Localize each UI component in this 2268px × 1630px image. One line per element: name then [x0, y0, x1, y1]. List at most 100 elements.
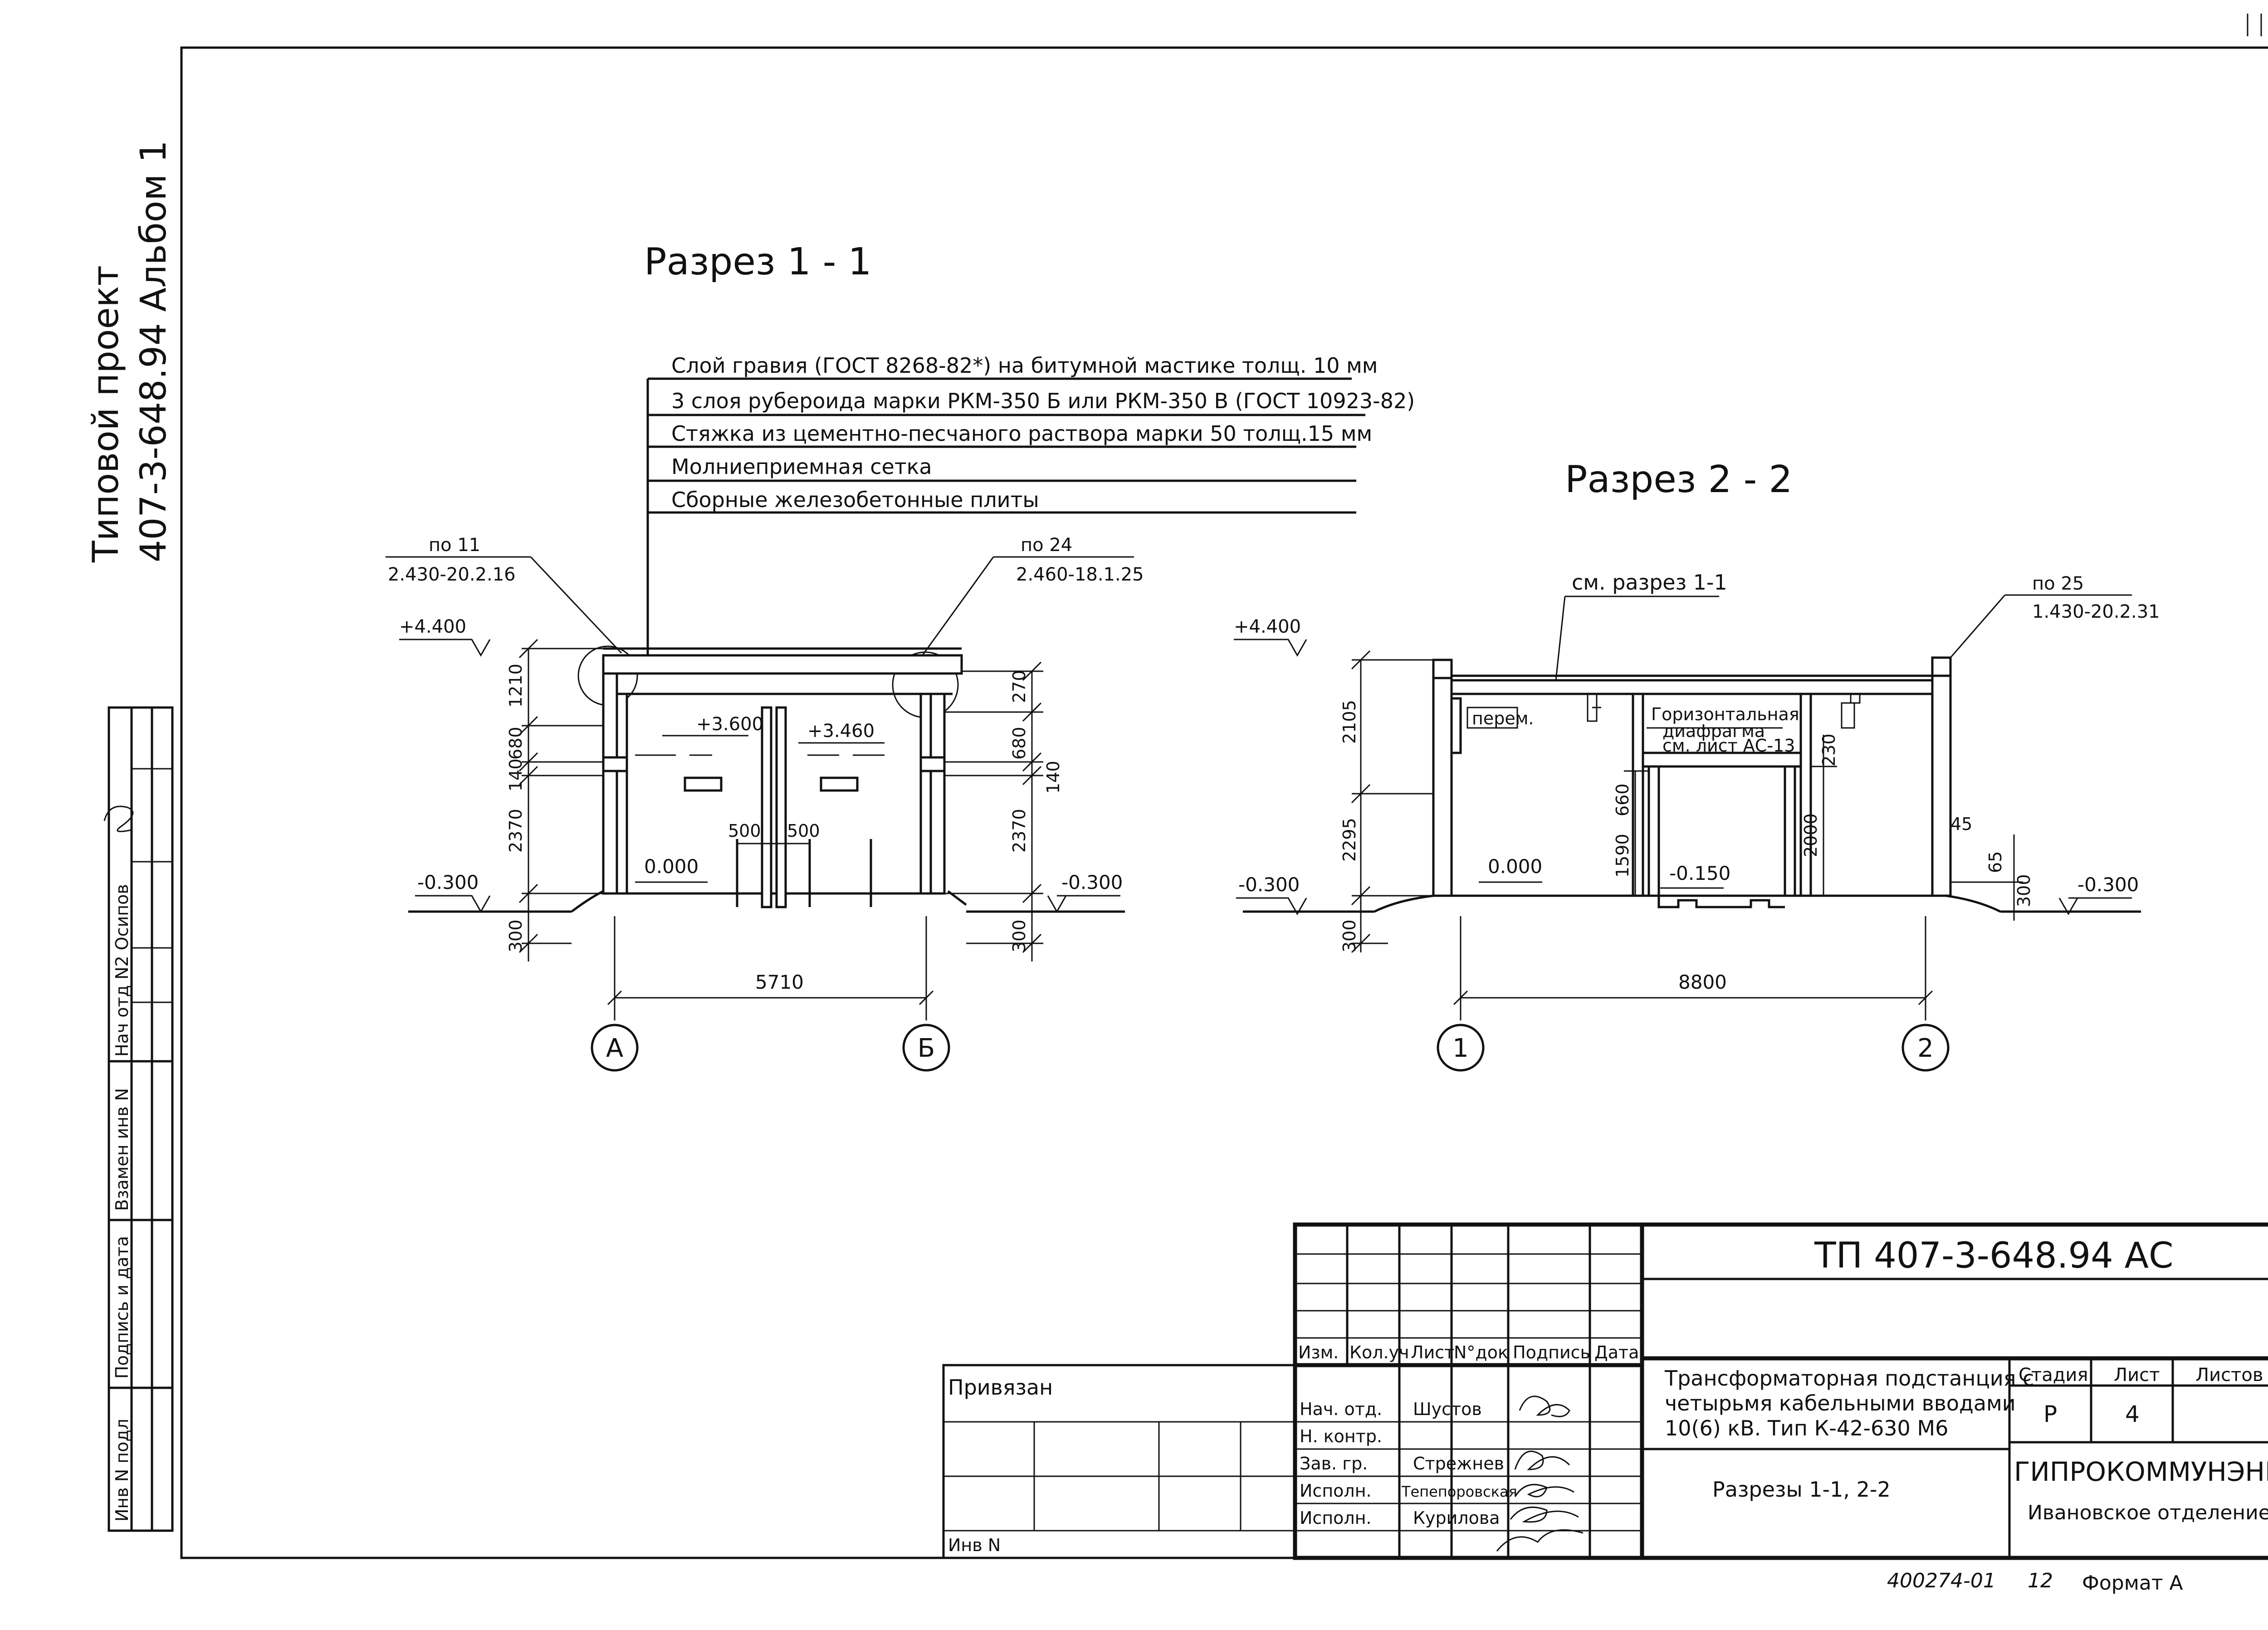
s2-dim-45: 45: [1950, 814, 1972, 834]
section-2-2: Разрез 2 - 2 см. разрез 1-1 по 25 1.430-…: [1234, 458, 2160, 1072]
s2-level-pit: -0.150: [1669, 862, 1730, 884]
tb-inv-n: Инв N: [948, 1535, 1001, 1555]
tb-privyazan: Привязан: [948, 1375, 1053, 1400]
signatures: [1496, 1396, 1584, 1552]
tb-org-branch: Ивановское отделение: [2028, 1501, 2268, 1524]
s1-dim-left-140: 140: [506, 758, 526, 791]
s1-dim-left-2370: 2370: [506, 809, 526, 853]
s2-dim-2000: 2000: [1801, 813, 1821, 857]
s1-span: 5710: [755, 971, 804, 993]
sheet-format: Формат А: [2082, 1571, 2183, 1595]
tb-role-1: Нач. отд.: [1300, 1399, 1382, 1419]
tb-col-podpis: Подпись: [1513, 1342, 1590, 1362]
roof-layer-4: Молниеприемная сетка: [671, 454, 932, 479]
s1-node-right-ref: по 24: [1021, 535, 1072, 556]
tb-name-3: Стрежнев: [1413, 1454, 1504, 1474]
section2-title: Разрез 2 - 2: [1565, 458, 1793, 501]
roof-layers-callout: Слой гравия (ГОСТ 8268-82*) на битумной …: [646, 353, 1415, 662]
s1-dim-left-680: 680: [506, 727, 526, 760]
s1-dim-right-680: 680: [1009, 727, 1029, 760]
roof-layer-1: Слой гравия (ГОСТ 8268-82*) на битумной …: [671, 353, 1378, 378]
tb-stage: Р: [2043, 1401, 2057, 1427]
stamp-vzamen-inv: Взамен инв N: [112, 1088, 132, 1211]
s1-door-dim-2: 500: [787, 821, 820, 841]
tb-doc-code: ТП 407-3-648.94 АС: [1814, 1235, 2173, 1276]
s1-level-3600: +3.600: [696, 714, 763, 735]
tb-role-3: Зав. гр.: [1300, 1454, 1368, 1474]
s2-dim-2105: 2105: [1339, 700, 1359, 744]
s1-dim-left-300: 300: [506, 919, 526, 952]
tb-name-5: Курилова: [1413, 1508, 1500, 1528]
tb-org: ГИПРОКОММУНЭНЕРГО: [2014, 1456, 2268, 1487]
s1-dim-right-2370: 2370: [1009, 809, 1029, 853]
tb-col-izm: Изм.: [1298, 1342, 1339, 1362]
s1-axis-a: А: [606, 1034, 623, 1063]
section1-title: Разрез 1 - 1: [644, 240, 872, 283]
tb-role-5: Исполн.: [1300, 1508, 1372, 1528]
s2-dim-230: 230: [1819, 733, 1839, 766]
s2-dim-300: 300: [1339, 919, 1359, 952]
s2-span: 8800: [1678, 971, 1727, 993]
s1-node-left-ref: по 11: [429, 535, 480, 556]
copy-number: 400274-01: [1887, 1569, 1996, 1592]
s1-level-3460: +3.460: [807, 721, 875, 742]
roof-layer-2: 3 слоя рубероида марки РКМ-350 Б или РКМ…: [671, 389, 1415, 413]
stamp-nach-otd: Нач отд N2 Осипов: [112, 884, 132, 1057]
vertical-project-title: Типовой проект 407-3-648.94 Альбом 1: [86, 140, 174, 563]
title-block: Изм. Кол.уч Лист N°док Подпись Дата Нач.…: [942, 1222, 2268, 1560]
tb-stage-header: Стадия: [2019, 1365, 2088, 1386]
s1-axis-b: Б: [918, 1034, 935, 1063]
vertical-title-line-1: Типовой проект: [86, 265, 127, 563]
tb-name-1: Шустов: [1413, 1399, 1482, 1419]
s1-dim-right-270: 270: [1009, 670, 1029, 703]
s2-node-right-code: 1.430-20.2.31: [2032, 601, 2160, 622]
s2-dim-1590: 1590: [1613, 834, 1633, 878]
tb-sheet-content: Разрезы 1-1, 2-2: [1712, 1477, 1891, 1502]
s2-label-perem: перем.: [1472, 708, 1534, 728]
roof-layer-3: Стяжка из цементно-песчаного раствора ма…: [671, 421, 1372, 446]
s2-level-ground-left: -0.300: [1238, 874, 1300, 896]
tb-col-data: Дата: [1594, 1342, 1639, 1362]
s2-level-floor: 0.000: [1488, 855, 1542, 878]
s2-level-top: +4.400: [1234, 616, 1301, 637]
s1-dim-right-300: 300: [1009, 919, 1029, 952]
tb-listov-header: Листов: [2195, 1365, 2263, 1386]
s2-axis-2: 2: [1917, 1034, 1934, 1063]
tb-role-2: Н. контр.: [1300, 1426, 1382, 1446]
copy-sheet: 12: [2028, 1569, 2053, 1592]
section-1-1: Разрез 1 - 1 Слой гравия (ГОСТ 8268-82*)…: [386, 240, 1415, 1072]
vertical-title-line-2: 407-3-648.94 Альбом 1: [133, 140, 174, 562]
tb-list-header: Лист: [2114, 1365, 2160, 1386]
s2-see-ref: см. разрез 1-1: [1572, 570, 1727, 595]
tb-col-list: Лист: [1411, 1342, 1454, 1362]
s1-dim-right-140: 140: [1043, 761, 1063, 794]
s2-dim-2295: 2295: [1339, 818, 1359, 862]
tb-project-title-2: четырьмя кабельными вводами: [1665, 1391, 2016, 1415]
s2-diaphragm-1: Горизонтальная: [1651, 704, 1799, 724]
s1-node-left-code: 2.430-20.2.16: [388, 564, 516, 585]
s2-diaphragm-2: диафрагма: [1662, 721, 1765, 741]
s1-node-right-code: 2.460-18.1.25: [1016, 564, 1144, 585]
s2-dim-660: 660: [1613, 783, 1633, 816]
sheet-frame: [180, 46, 2268, 1559]
s2-level-ground-right: -0.300: [2077, 874, 2139, 896]
tb-col-ndok: N°док: [1454, 1342, 1508, 1362]
s1-door-dim-1: 500: [728, 821, 761, 841]
roof-layer-5: Сборные железобетонные плиты: [671, 488, 1039, 512]
tb-project-title-1: Трансформаторная подстанция с: [1664, 1366, 2034, 1391]
s1-level-ground-right: -0.300: [1061, 871, 1123, 893]
s1-dim-left-1210: 1210: [506, 664, 526, 708]
tb-col-koluch: Кол.уч: [1349, 1342, 1409, 1362]
tb-project-title-3: 10(6) кВ. Тип К-42-630 М6: [1665, 1416, 1948, 1440]
stamp-inv-podl: Инв N подл: [112, 1419, 132, 1522]
s2-diaphragm-3: см. лист АС-13: [1662, 736, 1795, 756]
stamp-podpis-data: Подпись и дата: [112, 1236, 132, 1379]
s1-level-top: +4.400: [399, 616, 466, 637]
tb-role-4: Исполн.: [1300, 1481, 1372, 1501]
s2-axis-1: 1: [1452, 1034, 1469, 1063]
s1-level-floor: 0.000: [644, 855, 699, 878]
tb-sheet-no: 4: [2125, 1401, 2140, 1427]
tb-name-4: Тепепоровская: [1401, 1483, 1517, 1500]
s2-dim-65: 65: [1985, 851, 2005, 873]
